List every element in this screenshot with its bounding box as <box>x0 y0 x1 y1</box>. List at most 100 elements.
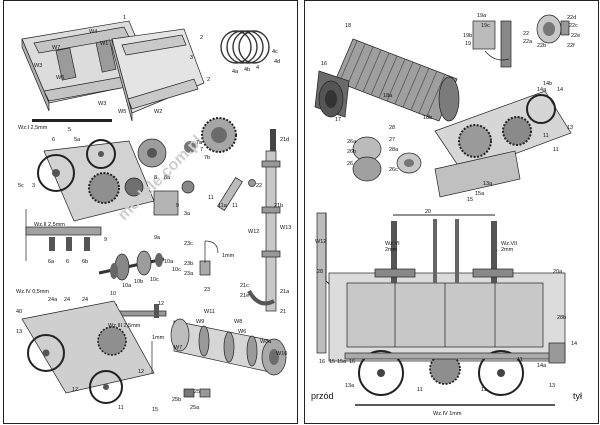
label-w8: W8 <box>234 319 242 325</box>
drum-assembly <box>352 136 422 182</box>
scale-label-ii: Wz.II 2,5mm <box>34 222 65 228</box>
label-14b: 14b <box>543 81 552 87</box>
label-w8a: W8a <box>260 339 272 345</box>
label-21a: 21a <box>280 289 290 295</box>
label-20a: 20a <box>553 269 563 275</box>
label-6b: 6b <box>82 259 88 265</box>
front-label: przód <box>311 391 334 401</box>
frame-side-assembly <box>111 28 205 122</box>
label-10c-right: 10c <box>172 267 181 273</box>
boiler-barrel <box>334 38 460 122</box>
label-8a: 8a <box>164 175 171 181</box>
label-13a-elev: 13a <box>345 383 355 389</box>
label-25a: 25a <box>190 405 200 411</box>
label-13: 13 <box>16 329 22 335</box>
label-27: 27 <box>389 137 395 143</box>
label-4a: 4a <box>232 69 239 75</box>
chimney-parts <box>472 20 512 68</box>
label-19a: 19a <box>477 13 487 19</box>
label-14a: 14a <box>537 87 547 93</box>
label-15: 15 <box>467 197 473 203</box>
label-w7-lower: W7 <box>174 345 182 351</box>
label-23: 23 <box>204 287 210 293</box>
gear-detail <box>181 180 195 194</box>
label-6-small: 6 <box>66 259 69 265</box>
label-22: 22 <box>523 31 529 37</box>
label-15: 15 <box>152 407 158 413</box>
small-bracket-parts <box>151 341 211 398</box>
label-w13: W13 <box>280 225 291 231</box>
label-24b: 24 <box>82 297 88 303</box>
label-26c: 26c <box>389 167 398 173</box>
boiler-tube-assembly <box>170 318 287 376</box>
label-1mm-lower: 1mm <box>152 335 165 341</box>
label-18: 18 <box>345 23 351 29</box>
label-b9: 9 <box>176 203 179 209</box>
steam-pipe <box>261 129 281 312</box>
label-8: 8 <box>154 175 157 181</box>
label-15a-elev: 15a <box>337 359 347 365</box>
label-22e: 22e <box>571 33 580 39</box>
label-4: 4 <box>256 65 259 71</box>
label-10a-right: 10a <box>164 259 174 265</box>
label-n2: 2 <box>200 35 203 41</box>
label-6: 6 <box>52 137 55 143</box>
left-sheet-drawing: modele.com.pl W4 W1 W3 W6 W3 W5 W2 W7 1 … <box>16 15 291 413</box>
label-wz-vii-mm: 2mm <box>501 247 514 253</box>
label-22d: 22d <box>567 15 576 21</box>
label-w3b: W3 <box>98 101 106 107</box>
chassis-with-wheels <box>37 139 179 222</box>
drum-gear <box>536 14 570 44</box>
label-23a: 23a <box>184 271 194 277</box>
label-n2b: 2 <box>207 77 210 83</box>
label-4c: 4c <box>272 49 278 55</box>
label-11-lower: 11 <box>118 405 124 411</box>
valve-assembly <box>199 240 219 276</box>
label-18b: 18b <box>423 115 432 121</box>
sprocket-gears <box>137 117 237 168</box>
scale-bar-i <box>32 119 112 122</box>
bracket-wz-ii <box>25 209 102 261</box>
label-11c-elev: 11 <box>517 357 523 363</box>
label-11a: 11a <box>218 203 228 209</box>
label-11b-elev: 11 <box>481 387 487 393</box>
label-24: 24 <box>64 297 70 303</box>
label-19: 19 <box>465 41 471 47</box>
label-22b: 22b <box>537 43 546 49</box>
label-13a: 13a <box>483 181 493 187</box>
label-25b: 25b <box>172 397 181 403</box>
label-25: 25 <box>194 389 200 395</box>
label-11: 11 <box>543 133 549 139</box>
label-10a: 10a <box>122 283 132 289</box>
left-instruction-sheet: modele.com.pl W4 W1 W3 W6 W3 W5 W2 W7 1 … <box>3 0 298 424</box>
right-frame <box>434 90 572 198</box>
label-10b: 10b <box>134 279 143 285</box>
smokebox-cylinder <box>314 70 350 118</box>
label-w12: W12 <box>315 239 326 245</box>
rear-label: tył <box>573 391 582 401</box>
label-26a: 26a <box>347 139 357 145</box>
label-w7: W7 <box>52 45 60 51</box>
label-17: 17 <box>335 117 341 123</box>
label-10: 10 <box>110 291 116 297</box>
label-w11: W11 <box>204 309 215 315</box>
label-6a: 6a <box>48 259 55 265</box>
label-wz-vi: Wz.VI <box>385 241 400 247</box>
label-26b: 26b <box>347 149 356 155</box>
label-18a: 18a <box>383 93 393 99</box>
label-w5: W5 <box>118 109 126 115</box>
label-w2: W2 <box>154 109 162 115</box>
label-5: 5 <box>68 127 71 133</box>
right-sheet-drawing: 18 18a 18b 19a 19c 19 19b 16 17 22a 22 2… <box>311 13 582 417</box>
scale-label-i: Wz.I 2,5mm <box>18 125 48 131</box>
label-11: 11 <box>208 195 214 201</box>
drive-shaft <box>247 289 275 306</box>
label-20: 20 <box>425 209 431 215</box>
label-28: 28 <box>389 125 395 131</box>
label-10c: 10c <box>150 277 159 283</box>
label-16a-elev: 16 <box>349 359 355 365</box>
label-40: 40 <box>16 309 22 315</box>
label-15-elev: 15 <box>329 359 335 365</box>
scale-label-iv: Wz.IV 0,5mm <box>16 289 49 295</box>
label-1mm: 1mm <box>222 253 235 259</box>
